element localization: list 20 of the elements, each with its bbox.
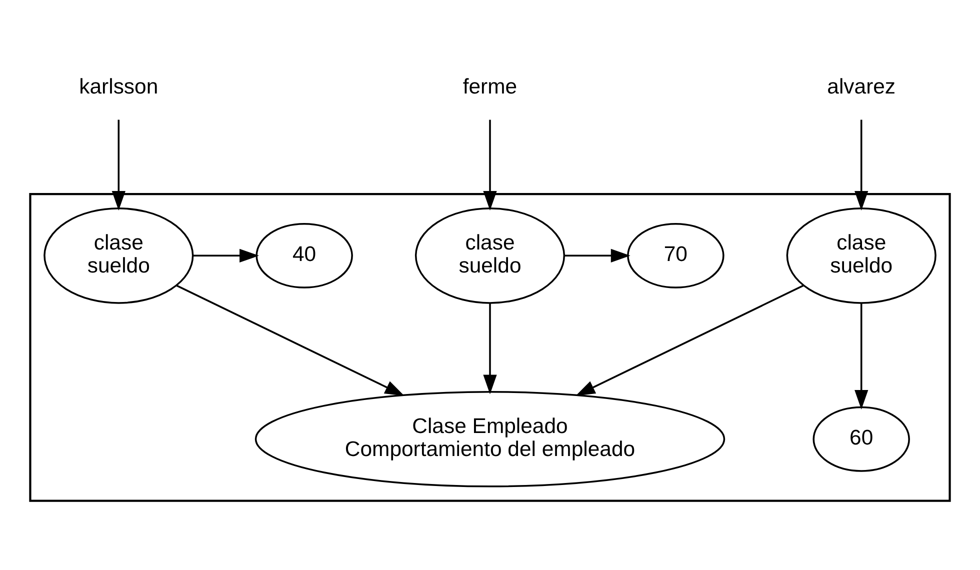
arrow bbox=[483, 302, 497, 394]
node-text: ferme bbox=[462, 74, 518, 98]
node-text: alvarez bbox=[827, 74, 896, 98]
node-ellipse: 70 bbox=[627, 222, 724, 288]
arrow bbox=[483, 119, 497, 210]
node-ellipse: 60 bbox=[812, 406, 910, 472]
arrow bbox=[192, 248, 259, 262]
node-ellipse: 40 bbox=[256, 222, 353, 288]
arrow bbox=[576, 284, 804, 396]
node-ellipse: clase sueldo bbox=[44, 207, 194, 304]
arrow bbox=[112, 119, 126, 210]
node-ellipse: clase sueldo bbox=[414, 207, 566, 304]
node-ellipse: clase sueldo bbox=[786, 207, 936, 304]
arrow bbox=[564, 248, 630, 262]
arrow bbox=[176, 284, 404, 396]
cluster bbox=[29, 192, 951, 502]
node-text: karlsson bbox=[79, 74, 158, 98]
arrow bbox=[854, 302, 868, 409]
node-ellipse: Clase Empleado Comportamiento del empleado bbox=[254, 390, 726, 487]
arrow bbox=[854, 119, 868, 210]
